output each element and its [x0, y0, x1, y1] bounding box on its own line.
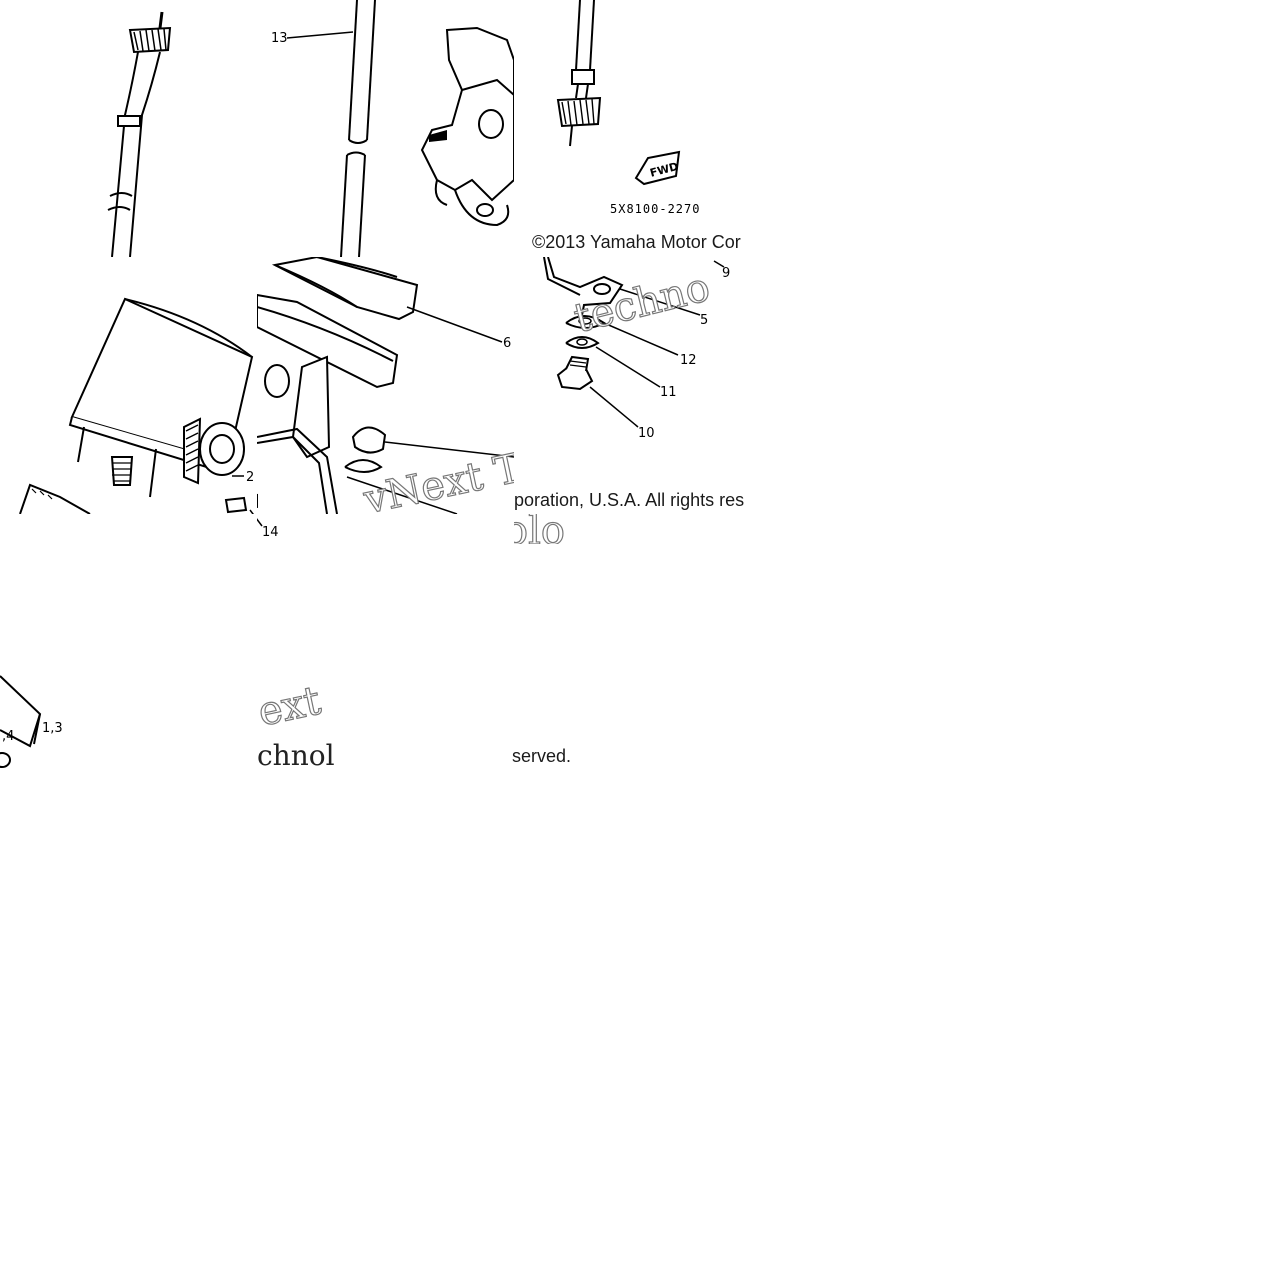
tile-top-right: FWD 5X8100-2270 ©2013 Yamaha Motor Cor — [514, 0, 771, 257]
watermark-4: chnol — [257, 739, 335, 771]
cable-drawing — [107, 11, 172, 257]
watermark-3: ext — [257, 678, 325, 736]
callout-2: 2 — [246, 470, 254, 485]
watermark-5: olo — [514, 514, 565, 544]
hardware-drawing: 9 5 12 11 10 techno — [543, 257, 730, 441]
callout-4: ,4 — [2, 729, 14, 744]
tile-top-middle: 13 — [257, 0, 514, 257]
callout-14: 14 — [262, 525, 279, 540]
tile-bottom-middle: ext chnol — [257, 600, 337, 771]
watermark-1: vNext Te — [359, 441, 514, 514]
callout-12: 12 — [680, 353, 697, 368]
callout-9: 9 — [722, 266, 730, 281]
tile-middle-right: 9 5 12 11 10 techno poration, U.S.A. All… — [514, 257, 771, 514]
watermark-2: techno — [570, 264, 715, 342]
tile-bottom-left: 1,3 ,4 — [0, 514, 257, 771]
callout-11: 11 — [660, 385, 677, 400]
watermark-fragment: ext chnol — [257, 677, 335, 771]
tile-center: 6 vNext Te — [257, 257, 514, 514]
tile-top-left — [0, 0, 257, 257]
tile-middle-left — [0, 257, 257, 514]
callouts-2-14: 2 14 — [224, 470, 279, 540]
copyright-line-1: ©2013 Yamaha Motor Cor — [532, 232, 741, 252]
pad-drawing: 6 vNext Te — [257, 257, 514, 514]
copyright-line-2: poration, U.S.A. All rights res — [514, 490, 745, 510]
cable-end-drawing: FWD 5X8100-2270 — [556, 0, 700, 216]
copyright-line-3: served. — [512, 746, 572, 766]
meter-drawing — [19, 297, 254, 514]
callout-6: 6 — [503, 336, 511, 351]
tile-notch: olo — [514, 514, 594, 544]
callout-1-3: 1,3 — [42, 721, 63, 736]
fragment-drawing: 1,3 ,4 — [0, 675, 63, 768]
callout-10: 10 — [638, 426, 655, 441]
fwd-arrow-icon: FWD — [634, 150, 681, 186]
part-code: 5X8100-2270 — [610, 202, 700, 216]
bracket-drawing: 13 — [271, 0, 514, 257]
callout-13: 13 — [271, 31, 288, 46]
callout-5: 5 — [700, 313, 708, 328]
